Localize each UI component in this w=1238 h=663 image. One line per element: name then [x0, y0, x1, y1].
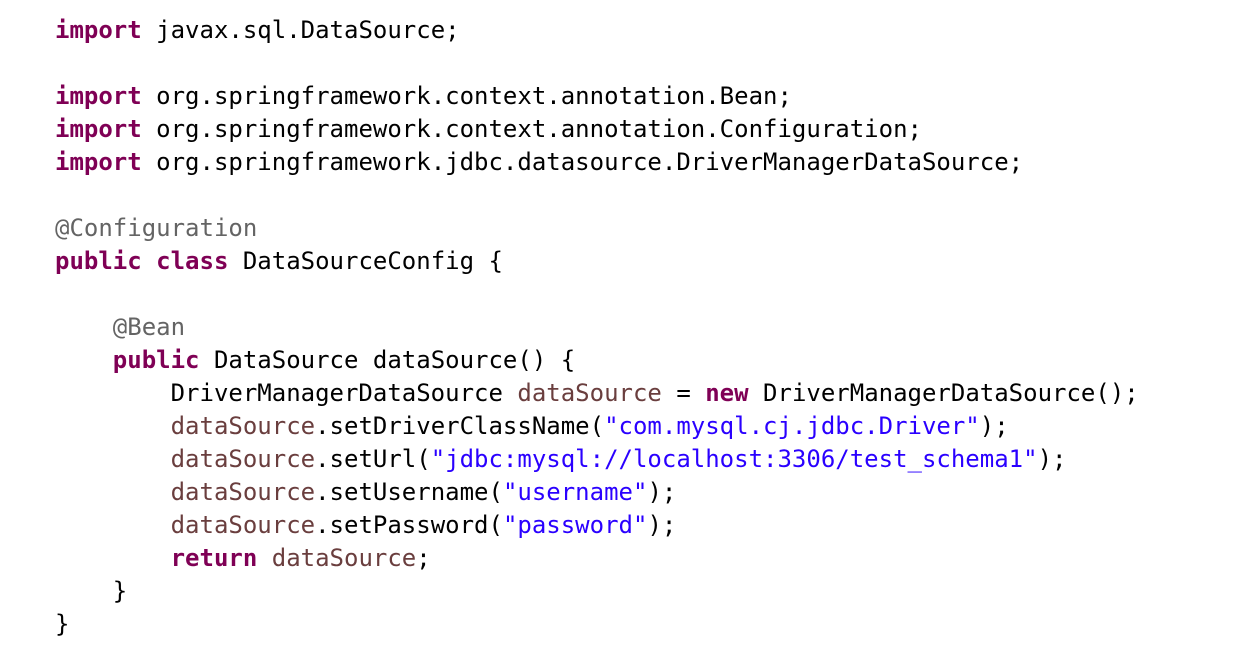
code-token-plain: javax.sql.DataSource;: [141, 16, 460, 44]
code-line: DriverManagerDataSource dataSource = new…: [55, 377, 1139, 410]
code-line: dataSource.setDriverClassName("com.mysql…: [55, 410, 1139, 443]
code-line: dataSource.setPassword("password");: [55, 509, 1139, 542]
code-token-plain: [55, 544, 171, 572]
code-token-plain: org.springframework.context.annotation.B…: [141, 82, 792, 110]
code-token-plain: .setDriverClassName(: [315, 412, 605, 440]
code-line: import org.springframework.jdbc.datasour…: [55, 146, 1139, 179]
code-token-keyword: public: [112, 346, 200, 374]
code-token-variable: dataSource: [170, 445, 316, 473]
code-token-plain: );: [647, 478, 677, 506]
code-token-plain: .setUsername(: [315, 478, 503, 506]
code-line: @Bean: [55, 311, 1139, 344]
code-token-string: "password": [502, 511, 648, 539]
code-token-variable: dataSource: [170, 478, 316, 506]
code-token-keyword: public: [55, 247, 142, 275]
code-token-plain: }: [55, 577, 128, 605]
code-token-plain: org.springframework.context.annotation.C…: [141, 115, 922, 143]
code-token-keyword: return: [170, 544, 258, 572]
code-line: dataSource.setUsername("username");: [55, 476, 1139, 509]
code-token-plain: DataSource dataSource() {: [199, 346, 576, 374]
code-line: @Configuration: [55, 212, 1139, 245]
code-token-string: "username": [502, 478, 648, 506]
code-line: dataSource.setUrl("jdbc:mysql://localhos…: [55, 443, 1139, 476]
code-token-annotation: @Configuration: [55, 214, 258, 242]
code-line: }: [55, 608, 1139, 641]
code-token-plain: );: [979, 412, 1009, 440]
code-token-plain: DriverManagerDataSource: [55, 379, 518, 407]
code-line: import javax.sql.DataSource;: [55, 14, 1139, 47]
code-token-keyword: import: [55, 16, 142, 44]
code-token-plain: .setPassword(: [315, 511, 503, 539]
code-token-plain: [55, 313, 113, 341]
code-block: import javax.sql.DataSource;​import org.…: [55, 14, 1139, 641]
code-line: ​: [55, 179, 1139, 212]
code-line: ​: [55, 47, 1139, 80]
code-token-plain: ;: [416, 544, 431, 572]
code-token-keyword: new: [705, 379, 749, 407]
code-line: import org.springframework.context.annot…: [55, 113, 1139, 146]
code-line: }: [55, 575, 1139, 608]
code-token-plain: .setUrl(: [315, 445, 431, 473]
code-token-plain: DriverManagerDataSource();: [748, 379, 1139, 407]
code-token-variable: dataSource: [170, 511, 316, 539]
code-token-variable: dataSource: [517, 379, 662, 407]
code-token-plain: [257, 544, 271, 572]
code-token-string: "jdbc:mysql://localhost:3306/test_schema…: [430, 445, 1038, 473]
code-token-plain: =: [661, 379, 706, 407]
code-token-plain: [142, 247, 156, 275]
code-token-keyword: class: [156, 247, 229, 275]
code-token-keyword: import: [55, 82, 142, 110]
code-token-plain: );: [647, 511, 677, 539]
code-line: import org.springframework.context.annot…: [55, 80, 1139, 113]
code-token-plain: );: [1037, 445, 1067, 473]
code-line: public DataSource dataSource() {: [55, 344, 1139, 377]
code-token-keyword: import: [55, 148, 142, 176]
code-token-annotation: @Bean: [112, 313, 186, 341]
code-token-plain: [55, 478, 171, 506]
code-line: public class DataSourceConfig {: [55, 245, 1139, 278]
code-token-string: "com.mysql.cj.jdbc.Driver": [604, 412, 980, 440]
code-token-plain: [55, 412, 171, 440]
code-token-variable: dataSource: [271, 544, 417, 572]
code-token-variable: dataSource: [170, 412, 316, 440]
code-line: return dataSource;: [55, 542, 1139, 575]
code-token-plain: [55, 445, 171, 473]
code-line: ​: [55, 278, 1139, 311]
code-token-keyword: import: [55, 115, 142, 143]
code-token-plain: org.springframework.jdbc.datasource.Driv…: [141, 148, 1024, 176]
code-token-plain: [55, 346, 113, 374]
code-token-plain: DataSourceConfig {: [228, 247, 503, 275]
code-token-plain: }: [55, 610, 70, 638]
code-token-plain: [55, 511, 171, 539]
